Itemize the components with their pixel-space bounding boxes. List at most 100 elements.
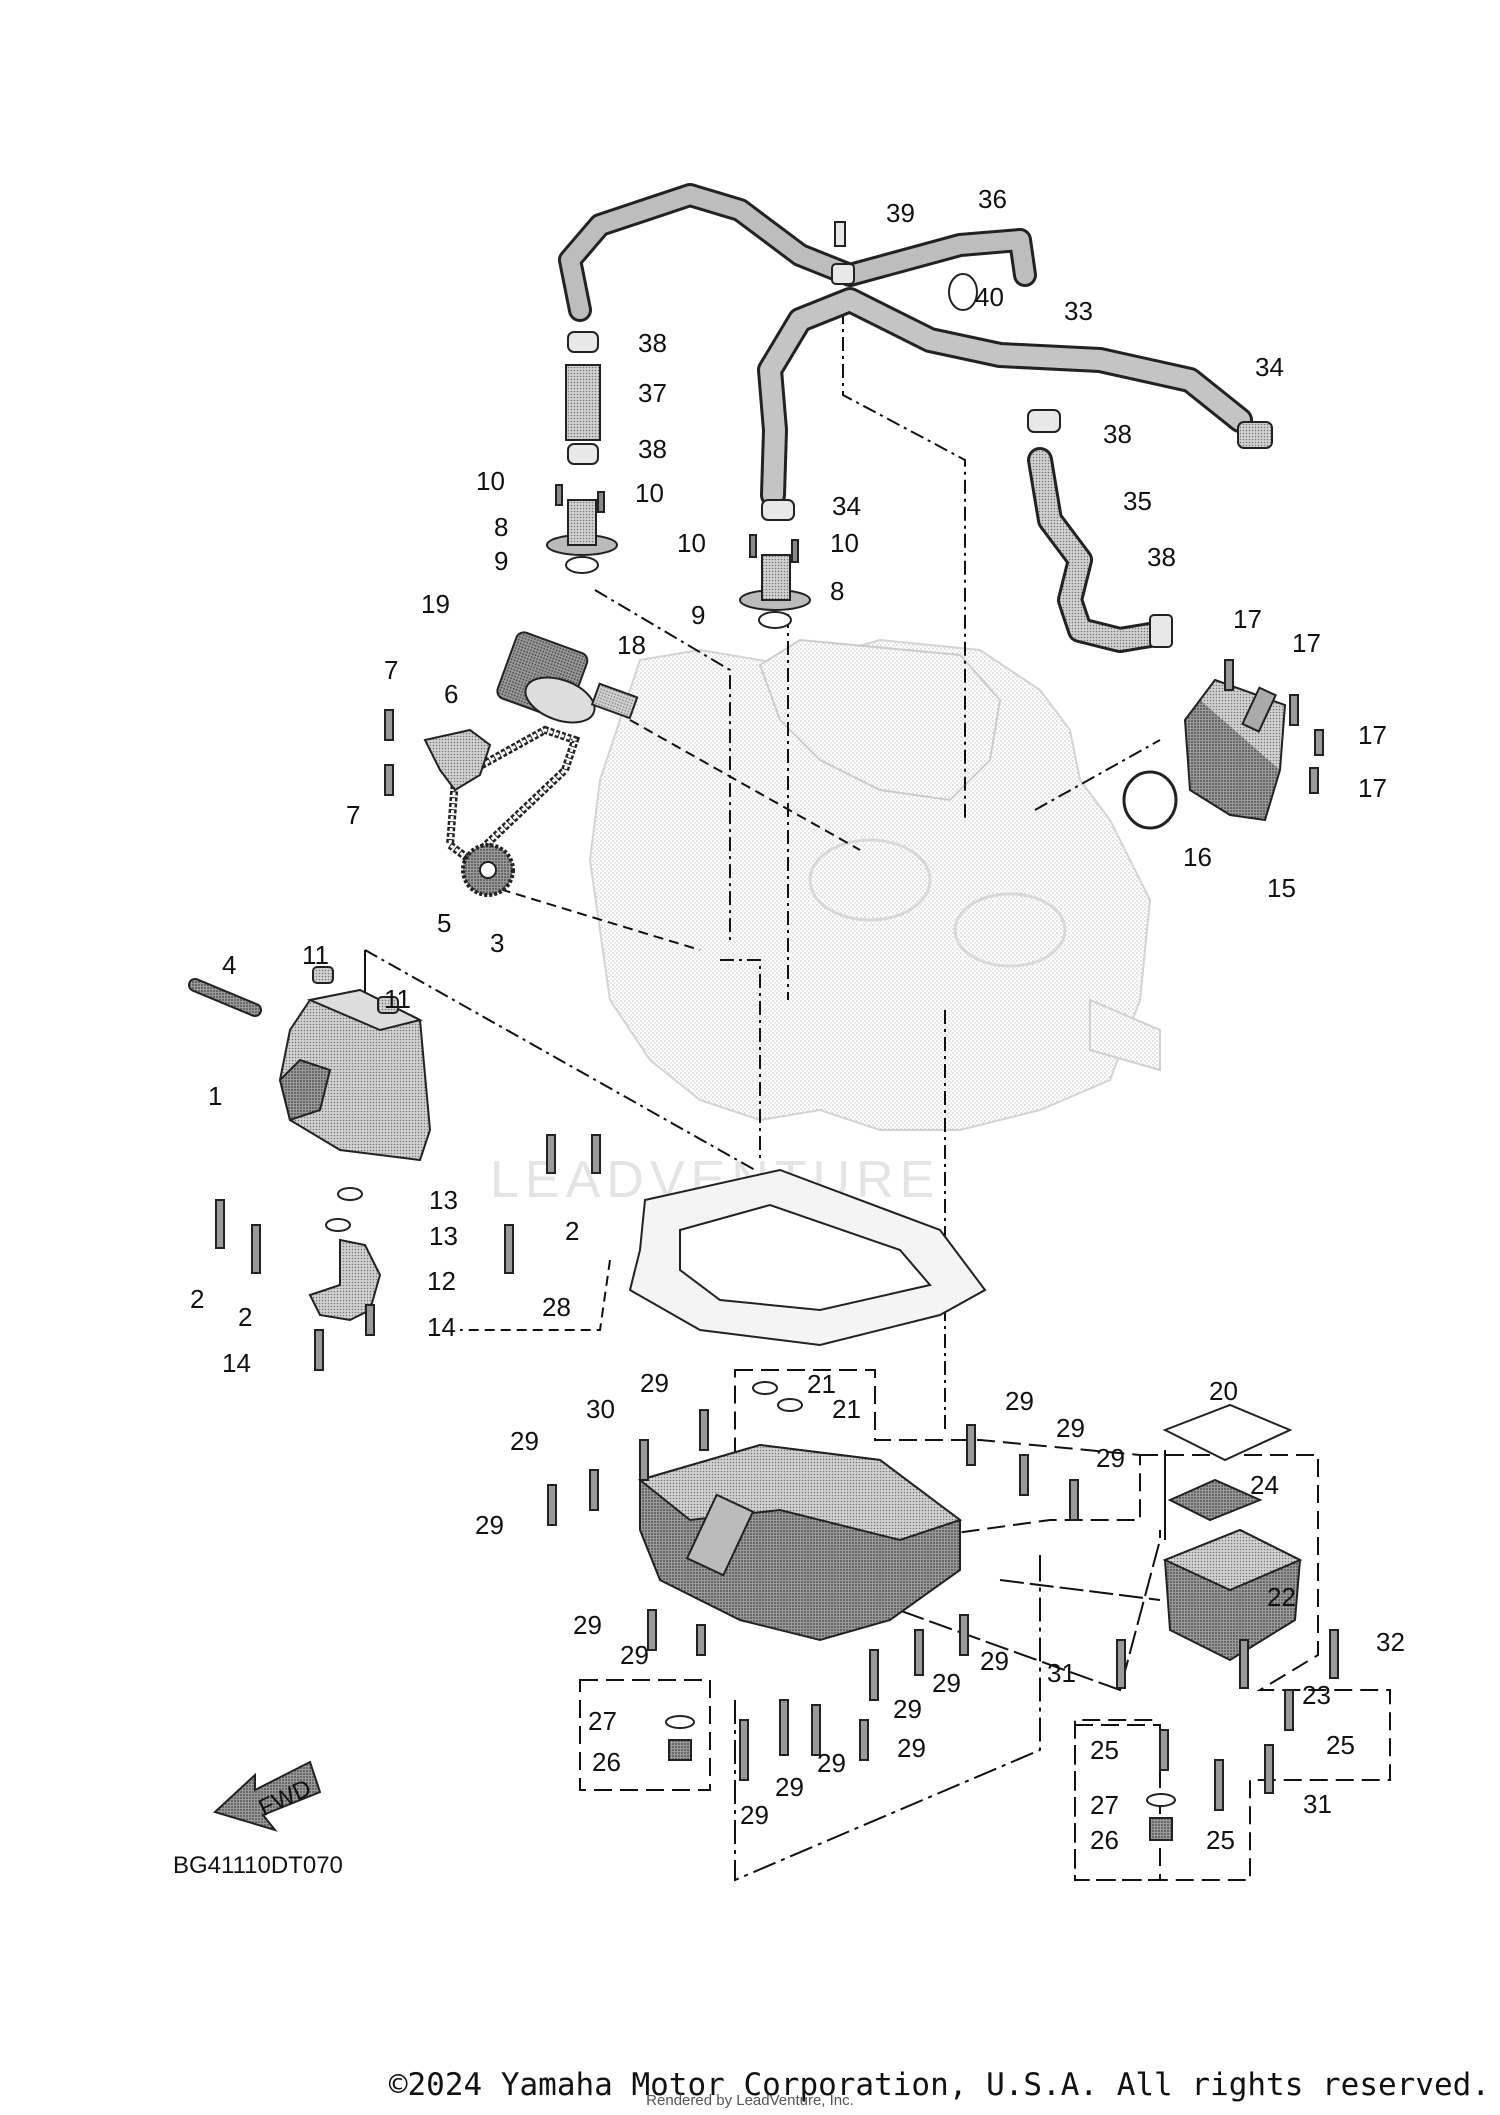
oil-pan [637, 1443, 963, 1642]
callout-29-k: 29 [893, 1694, 922, 1724]
o-rings-13-11 [312, 966, 399, 1232]
callout-40: 40 [975, 282, 1004, 312]
callout-29-m: 29 [817, 1748, 846, 1778]
hose-37 [565, 364, 601, 441]
callout-25-right: 25 [1326, 1730, 1355, 1760]
callout-25-left: 25 [1090, 1735, 1119, 1765]
callout-29-a: 29 [640, 1368, 669, 1398]
callout-29-g: 29 [573, 1610, 602, 1640]
callout-8-right: 8 [830, 576, 844, 606]
callout-11-b: 11 [384, 984, 411, 1014]
callout-32: 32 [1376, 1627, 1405, 1657]
rendered-by: Rendered by LeadVenture, Inc. [646, 2092, 854, 2109]
callout-17-d: 17 [1358, 773, 1387, 803]
callout-labels: 39 36 40 33 34 38 37 38 38 10 10 8 9 34 … [190, 184, 1405, 1855]
diagram-code: BG41110DT070 [173, 1852, 343, 1879]
drain-plugs [665, 1381, 1176, 1841]
callout-33: 33 [1064, 296, 1093, 326]
callout-15: 15 [1267, 873, 1296, 903]
breather-hose-35 [1027, 447, 1163, 653]
oil-pan-gasket [628, 1168, 987, 1347]
callout-3: 3 [490, 928, 504, 958]
callout-31-bottom: 31 [1303, 1789, 1332, 1819]
callout-29-e: 29 [1096, 1443, 1125, 1473]
copyright-notice: ©2024 Yamaha Motor Corporation, U.S.A. A… [388, 2067, 1490, 2103]
callout-13-a: 13 [429, 1185, 458, 1215]
relief-valve-4 [188, 978, 262, 1017]
oil-pump-chain [445, 725, 581, 866]
callout-17-b: 17 [1292, 628, 1321, 658]
callout-4: 4 [222, 950, 236, 980]
chain-guide [423, 728, 492, 792]
callout-14-left: 14 [222, 1348, 251, 1378]
callout-9-left: 9 [494, 546, 508, 576]
breather-fitting-8-right [739, 534, 811, 629]
callout-26-left: 26 [592, 1747, 621, 1777]
callout-25-bottom: 25 [1206, 1825, 1235, 1855]
breather-hose-33 [757, 287, 1253, 508]
callout-37: 37 [638, 378, 667, 408]
leader-lines [364, 310, 1166, 1882]
callout-16: 16 [1183, 842, 1212, 872]
callout-8-left: 8 [494, 512, 508, 542]
callout-2-mid: 2 [238, 1302, 252, 1332]
callout-14-right: 14 [427, 1312, 456, 1342]
baffle-components [1162, 1403, 1303, 1662]
callout-29-b: 29 [1005, 1386, 1034, 1416]
oil-filter [496, 631, 596, 724]
callout-28: 28 [542, 1292, 571, 1322]
callout-10-d: 10 [830, 528, 859, 558]
callout-29-f: 29 [475, 1510, 504, 1540]
breather-hose-36 [558, 183, 1037, 322]
callout-10-a: 10 [476, 466, 505, 496]
callout-29-i: 29 [980, 1646, 1009, 1676]
callout-34-top: 34 [1255, 352, 1284, 382]
callout-35: 35 [1123, 486, 1152, 516]
callout-29-d: 29 [1056, 1413, 1085, 1443]
callout-22: 22 [1267, 1582, 1296, 1612]
callout-29-c: 29 [510, 1426, 539, 1456]
callout-7-bottom: 7 [346, 800, 360, 830]
bolts [215, 659, 1339, 1811]
o-ring-16 [1122, 770, 1178, 830]
callout-1: 1 [208, 1081, 222, 1111]
oil-strainer-12 [308, 1238, 382, 1322]
callout-27-right: 27 [1090, 1790, 1119, 1820]
callout-5: 5 [437, 908, 451, 938]
callout-2-left: 2 [190, 1284, 204, 1314]
callout-23: 23 [1302, 1680, 1331, 1710]
callout-21-a: 21 [807, 1369, 836, 1399]
callout-9-right: 9 [691, 600, 705, 630]
callout-29-o: 29 [740, 1800, 769, 1830]
callout-21-b: 21 [832, 1394, 861, 1424]
callout-2-right: 2 [565, 1216, 579, 1246]
callout-38-top: 38 [638, 328, 667, 358]
callout-26-right: 26 [1090, 1825, 1119, 1855]
callout-29-j: 29 [932, 1668, 961, 1698]
callout-38-bottom: 38 [1147, 542, 1176, 572]
callout-34-mid: 34 [832, 491, 861, 521]
callout-17-c: 17 [1358, 720, 1387, 750]
callout-39: 39 [886, 198, 915, 228]
oil-pump-assembly [278, 988, 432, 1162]
callout-36: 36 [978, 184, 1007, 214]
callout-7-top: 7 [384, 655, 398, 685]
callout-19: 19 [421, 589, 450, 619]
callout-20: 20 [1209, 1376, 1238, 1406]
oil-cooler [1183, 678, 1287, 822]
callout-11-a: 11 [302, 940, 329, 970]
callout-6: 6 [444, 679, 458, 709]
callout-13-b: 13 [429, 1221, 458, 1251]
callout-10-b: 10 [635, 478, 664, 508]
callout-17-a: 17 [1233, 604, 1262, 634]
fwd-arrow: FWD [213, 1760, 322, 1832]
callout-18: 18 [617, 630, 646, 660]
callout-24: 24 [1250, 1470, 1279, 1500]
breather-fitting-8-left [546, 484, 618, 574]
callout-27-left: 27 [588, 1706, 617, 1736]
oil-pump-sprocket [461, 843, 515, 897]
callout-31-top: 31 [1047, 1658, 1076, 1688]
callout-29-h: 29 [620, 1640, 649, 1670]
hose-clamps [567, 221, 1273, 648]
